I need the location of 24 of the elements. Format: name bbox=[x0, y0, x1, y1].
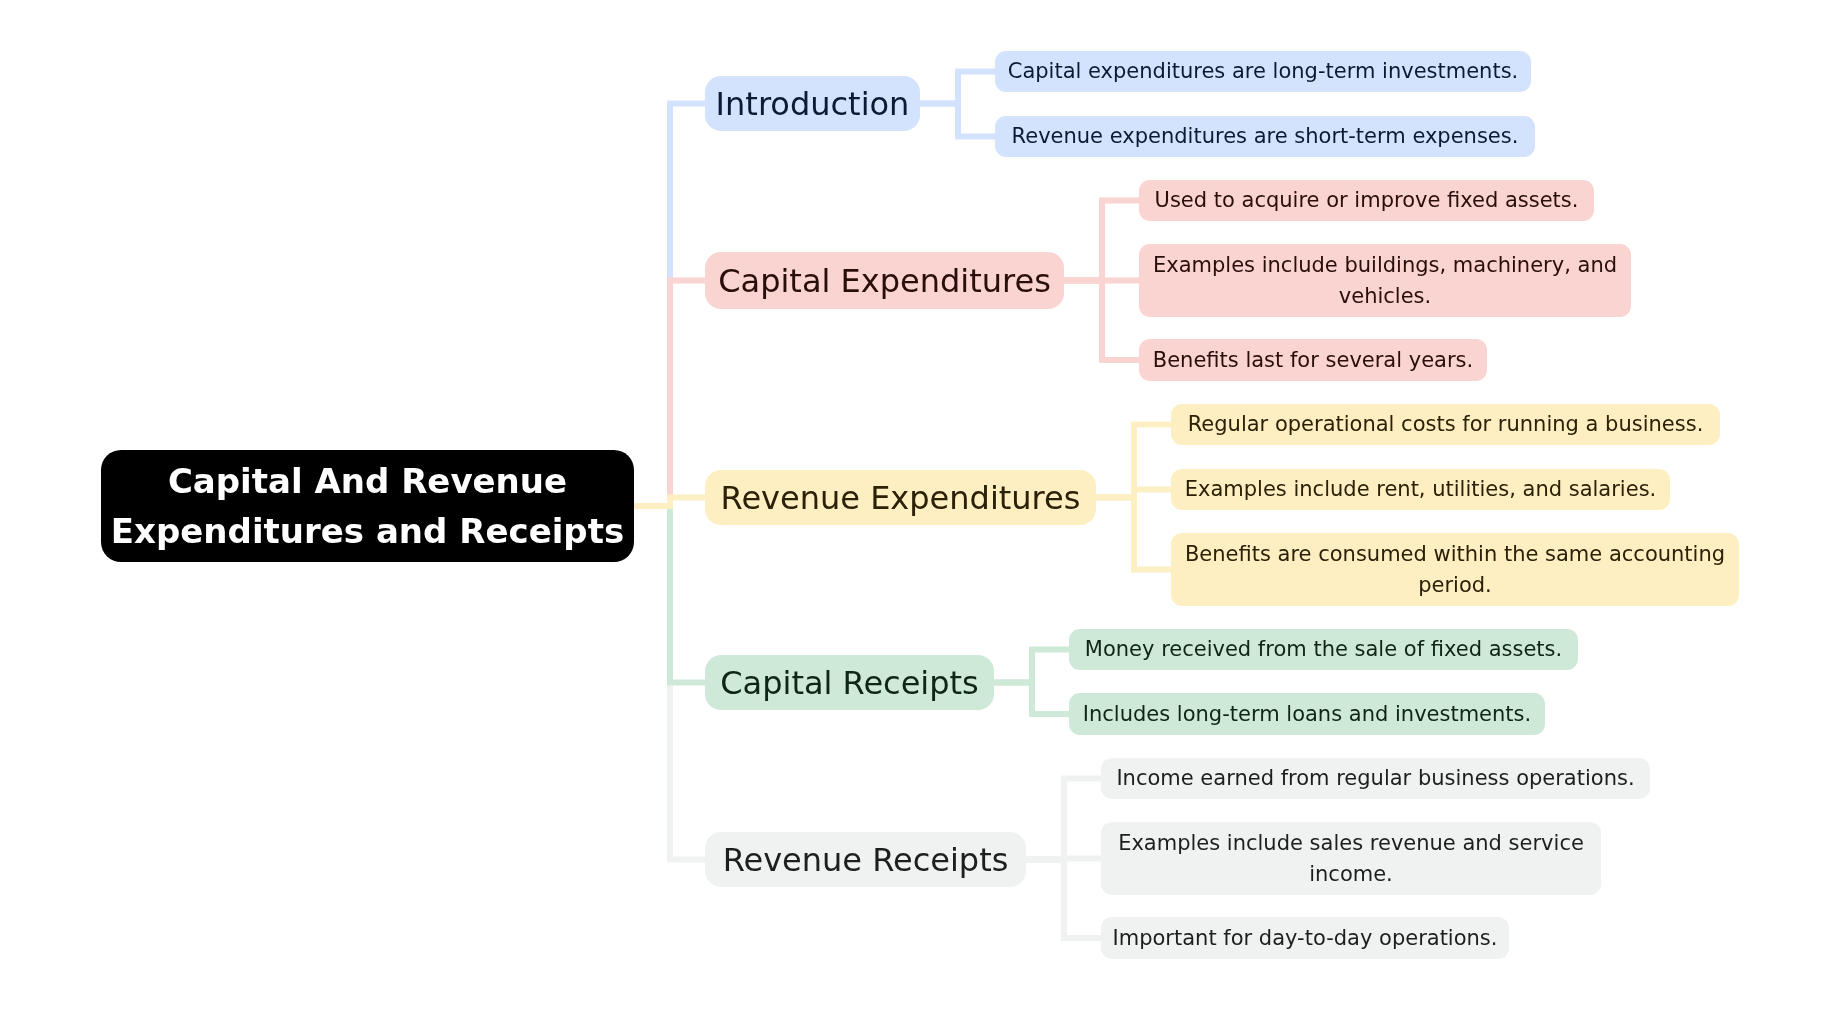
subtopic-box: Examples include rent, utilities, and salaries. bbox=[1171, 469, 1670, 510]
topic-box: Revenue Receipts bbox=[705, 832, 1026, 887]
subtopic-box: Examples include sales revenue and service income. bbox=[1101, 822, 1601, 895]
subtopic-box: Income earned from regular business operations. bbox=[1101, 758, 1650, 799]
connector-line bbox=[634, 494, 705, 509]
topic-box: Revenue Expenditures bbox=[705, 470, 1096, 525]
subtopic-box: Regular operational costs for running a business. bbox=[1171, 404, 1720, 445]
subtopic-box: Used to acquire or improve fixed assets. bbox=[1139, 180, 1594, 221]
central-topic-box: Capital And Revenue Expenditures and Receipts bbox=[101, 450, 634, 562]
topic-box: Capital Expenditures bbox=[705, 252, 1064, 309]
subtopic-box: Important for day-to-day operations. bbox=[1101, 917, 1509, 959]
subtopic-box: Capital expenditures are long-term investments. bbox=[995, 51, 1531, 92]
topic-box: Introduction bbox=[705, 76, 920, 131]
subtopic-box: Benefits last for several years. bbox=[1139, 339, 1487, 381]
subtopic-box: Revenue expenditures are short-term expenses. bbox=[995, 116, 1535, 157]
subtopic-box: Money received from the sale of fixed assets. bbox=[1069, 629, 1578, 670]
topic-box: Capital Receipts bbox=[705, 655, 994, 710]
connector-line bbox=[994, 679, 1069, 717]
connector-line bbox=[1096, 486, 1171, 501]
subtopic-box: Benefits are consumed within the same accounting period. bbox=[1171, 533, 1739, 606]
subtopic-box: Examples include buildings, machinery, and vehicles. bbox=[1139, 244, 1631, 317]
connector-line bbox=[920, 68, 995, 107]
subtopic-box: Includes long-term loans and investments. bbox=[1069, 693, 1545, 735]
connector-line bbox=[1064, 277, 1139, 284]
